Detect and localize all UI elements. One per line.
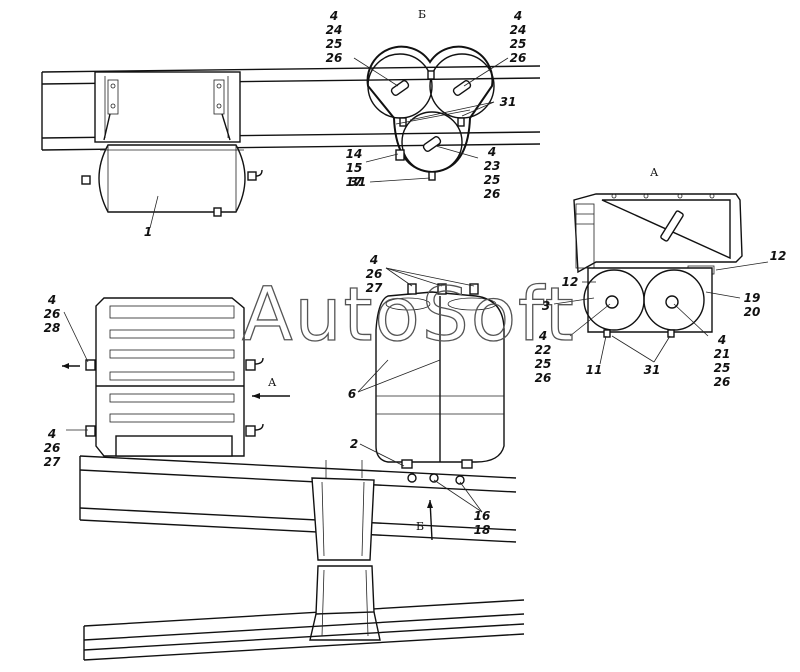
callout-line: 11 [586, 363, 603, 377]
callout-line: 26 [366, 267, 383, 281]
callout-line: 14 [346, 147, 363, 161]
callout-line: 31 [500, 95, 517, 109]
callout-line: 4 [487, 145, 496, 159]
callout-line: 25 [714, 361, 731, 375]
callout-line: 27 [44, 455, 61, 469]
callout-line: 26 [44, 307, 61, 321]
view-a-assembly [573, 193, 743, 338]
callout-line: 23 [484, 159, 501, 173]
callout-line: 4 [717, 333, 726, 347]
callout-c6: 31 [350, 175, 367, 189]
callout-line: 4 [47, 293, 56, 307]
callout-line: 3 [542, 299, 550, 313]
callout-line: 4 [538, 329, 547, 343]
callout-line: 18 [474, 523, 491, 537]
callout-line: 25 [535, 357, 552, 371]
callout-line: 17 [346, 175, 363, 189]
callout-c20: 2 [350, 437, 358, 451]
watermark-text: AutoSoft [242, 272, 576, 358]
view-arrows [62, 363, 433, 541]
callout-line: 26 [484, 187, 501, 201]
callout-line: 26 [326, 51, 343, 65]
callout-line: 31 [350, 175, 367, 189]
callout-c3: 31 [500, 95, 517, 109]
callout-line: 28 [44, 321, 61, 335]
view-b-receivers [366, 45, 495, 181]
arrow-a-label: А [268, 376, 277, 389]
callout-line: 1 [144, 225, 152, 239]
callout-line: 27 [366, 281, 383, 295]
callout-line: 24 [510, 23, 527, 37]
view-a-title: А [650, 166, 659, 179]
view-b-title: Б [418, 8, 426, 21]
callout-line: 31 [644, 363, 661, 377]
callout-line: 4 [369, 253, 378, 267]
callout-line: 25 [510, 37, 527, 51]
callout-line: 19 [744, 291, 761, 305]
callout-line: 4 [329, 9, 338, 23]
callout-line: 12 [770, 249, 787, 263]
callout-line: 26 [44, 441, 61, 455]
callout-line: 4 [513, 9, 522, 23]
callout-line: 26 [535, 371, 552, 385]
arrow-b-label: Б [416, 520, 424, 533]
callout-c9: 12 [562, 275, 579, 289]
callout-line: 20 [744, 305, 761, 319]
callout-c13: 11 [586, 363, 603, 377]
callout-line: 22 [535, 343, 552, 357]
callout-line: 25 [326, 37, 343, 51]
callout-line: 16 [474, 509, 491, 523]
receiver-1-assembly [81, 71, 263, 217]
center-receivers [375, 283, 505, 485]
side-view-receivers [85, 297, 264, 457]
leader-lines [63, 57, 769, 513]
callout-line: 4 [47, 427, 56, 441]
callout-line: 26 [510, 51, 527, 65]
callout-c8: 12 [770, 249, 787, 263]
callout-line: 26 [714, 375, 731, 389]
callout-c7: 1 [144, 225, 152, 239]
callout-line: 21 [714, 347, 731, 361]
callout-line: 6 [348, 387, 356, 401]
callout-line: 24 [326, 23, 343, 37]
callout-c14: 31 [644, 363, 661, 377]
callout-line: 12 [562, 275, 579, 289]
callout-line: 25 [484, 173, 501, 187]
bottom-frame [79, 455, 525, 661]
callout-line: 2 [350, 437, 358, 451]
callout-line: 15 [346, 161, 363, 175]
callout-c10: 3 [542, 299, 550, 313]
callout-c18: 6 [348, 387, 356, 401]
